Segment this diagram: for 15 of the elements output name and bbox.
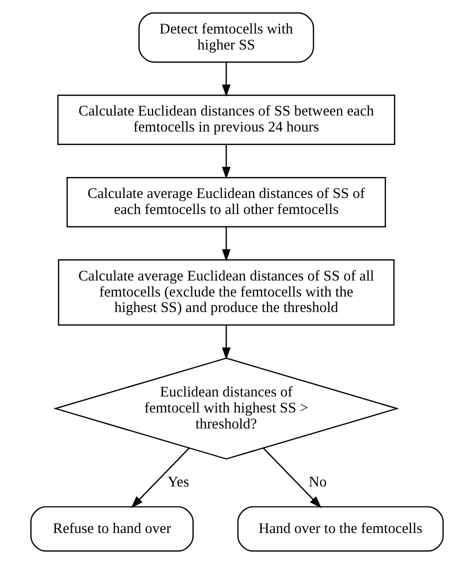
arrow xyxy=(222,144,231,180)
arrow xyxy=(222,226,231,262)
node-box: Refuse to hand over xyxy=(30,506,194,552)
node-box: Detect femtocells with higher SS xyxy=(138,12,314,63)
arrow xyxy=(222,62,231,97)
node-box: Calculate Euclidean distances of SS between each femtocells in previous 24 hours xyxy=(57,94,396,146)
node-box: Calculate average Euclidean distances of SS of each femtocells to all other femtocells xyxy=(66,176,386,228)
arrow xyxy=(222,325,231,360)
node-box: Calculate average Euclidean distances of SS of all femtocells (exclude the femtocells with the highest SS) and produce the threshold xyxy=(58,259,395,326)
node-diamond: Euclidean distances of femtocell with highest SS > threshold? xyxy=(53,358,400,460)
arrow xyxy=(262,448,322,508)
node-box: Hand over to the femtocells xyxy=(237,506,444,552)
edge-label: Yes xyxy=(168,474,190,491)
arrow xyxy=(130,448,190,508)
edge-label: No xyxy=(308,474,327,491)
